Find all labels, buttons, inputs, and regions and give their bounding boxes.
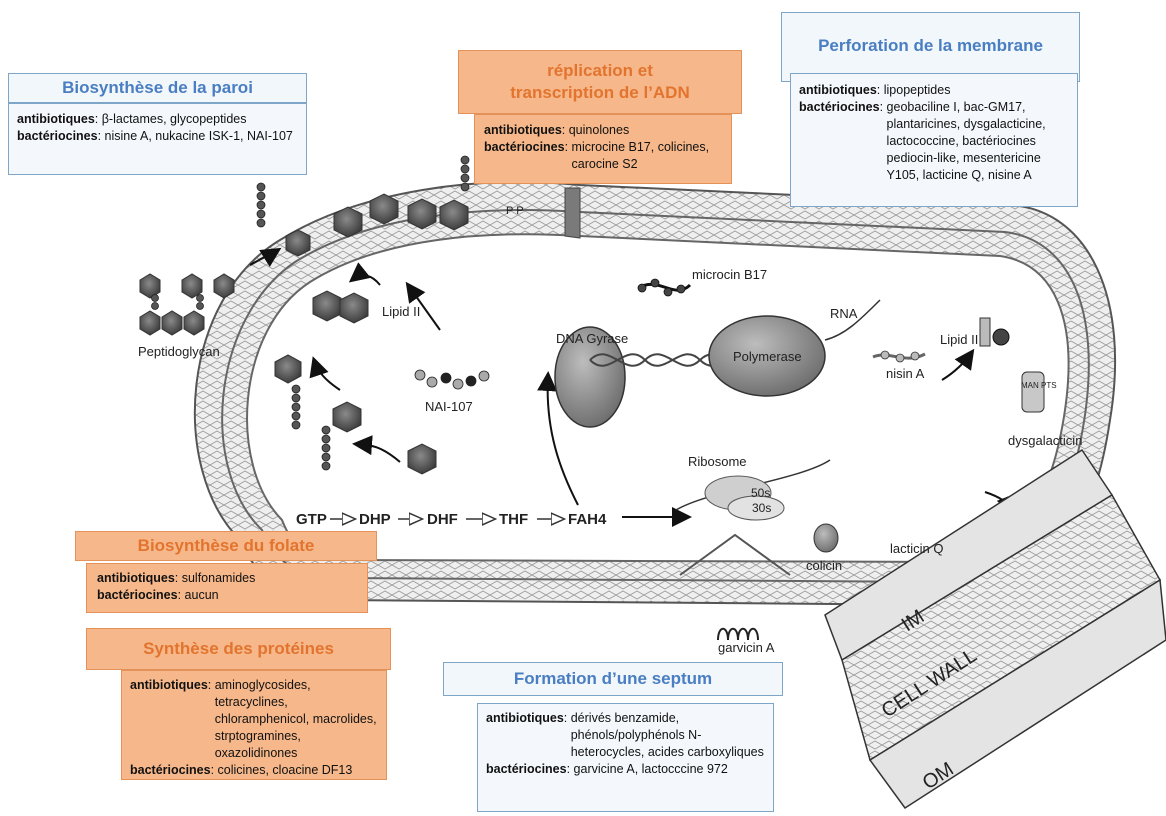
- adn-bacteriocines: microcine B17, colicines, carocine S2: [571, 140, 710, 171]
- proteines-bacteriocines: colicines, cloacine DF13: [217, 763, 353, 777]
- panel-proteines-title: Synthèse des protéines: [86, 628, 391, 670]
- panel-adn-body: antibiotiques: quinolones bactériocines:…: [474, 114, 732, 184]
- label-dna-gyrase: DNA Gyrase: [556, 331, 628, 346]
- panel-paroi-title: Biosynthèse de la paroi: [8, 73, 307, 103]
- label-dhp: DHP: [359, 511, 391, 528]
- septum-antibiotiques: dérivés benzamide, phénols/polyphénols N…: [570, 711, 764, 759]
- ribosome: [675, 459, 831, 521]
- label-fah4: FAH4: [568, 511, 607, 528]
- panel-paroi-body: antibiotiques: β-lactames, glycopeptides…: [8, 103, 307, 175]
- nai107-peptide: [414, 369, 490, 390]
- folate-bacteriocines-label: bactériocines: [97, 588, 178, 602]
- panel-adn-title-line2: transcription de l’ADN: [510, 83, 690, 102]
- membrane-bacteriocines-label: bactériocines: [799, 100, 880, 114]
- label-pp: P P: [506, 205, 524, 217]
- proteines-antibiotiques: aminoglycosides, tetracyclines, chloramp…: [214, 678, 377, 760]
- membrane-antibiotiques: lipopeptides: [883, 83, 951, 97]
- lipid2-right: [979, 317, 1010, 347]
- membrane-antibiotiques-label: antibiotiques: [799, 83, 877, 97]
- label-gtp: GTP: [296, 511, 327, 528]
- panel-folate-body: antibiotiques: sulfonamides bactériocine…: [86, 563, 368, 613]
- outer-wall-wedge: [824, 448, 1166, 810]
- panel-folate-title-text: Biosynthèse du folate: [137, 536, 315, 555]
- septum-antibiotiques-label: antibiotiques: [486, 711, 564, 725]
- peptidoglycan-hexagons: [139, 193, 469, 475]
- folate-bacteriocines: aucun: [184, 588, 219, 602]
- label-ribosome: Ribosome: [688, 454, 747, 469]
- septum-bacteriocines: garvicine A, lactocccine 972: [573, 762, 728, 776]
- label-nai107: NAI-107: [425, 399, 473, 414]
- panel-folate-title: Biosynthèse du folate: [75, 531, 377, 561]
- proteines-antibiotiques-label: antibiotiques: [130, 678, 208, 692]
- paroi-bacteriocines-label: bactériocines: [17, 129, 98, 143]
- label-lacticin: lacticin Q: [890, 541, 943, 556]
- panel-paroi-title-text: Biosynthèse de la paroi: [62, 78, 253, 97]
- rna-strand: [824, 299, 881, 341]
- membrane-bacteriocines: geobaciline I, bac-GM17, plantaricines, …: [886, 100, 1046, 182]
- panel-membrane-title: Perforation de la membrane: [781, 12, 1080, 82]
- label-30s: 30s: [752, 501, 771, 515]
- label-50s: 50s: [751, 486, 770, 500]
- label-man-pts: MAN PTS: [1021, 381, 1057, 390]
- adn-bacteriocines-label: bactériocines: [484, 140, 565, 154]
- dna-gyrase: [554, 326, 626, 428]
- peptide-chains: [151, 155, 470, 471]
- label-garvicin: garvicin A: [718, 640, 775, 655]
- panel-proteines-body: antibiotiques: aminoglycosides, tetracyc…: [121, 670, 387, 780]
- panel-membrane-body: antibiotiques: lipopeptides bactériocine…: [790, 73, 1078, 207]
- label-microcin: microcin B17: [692, 267, 767, 282]
- garvicin-helix: [717, 627, 759, 641]
- colicin-protein: [813, 523, 839, 553]
- label-rna: RNA: [830, 306, 858, 321]
- folate-antibiotiques: sulfonamides: [181, 571, 256, 585]
- label-dhf: DHF: [427, 511, 458, 528]
- adn-antibiotiques-label: antibiotiques: [484, 123, 562, 137]
- man-pts-channel: [1021, 371, 1045, 413]
- label-polymerase: Polymerase: [733, 349, 802, 364]
- folate-antibiotiques-label: antibiotiques: [97, 571, 175, 585]
- proteines-bacteriocines-label: bactériocines: [130, 763, 211, 777]
- label-dysgalacticin: dysgalacticin: [1008, 433, 1082, 448]
- paroi-antibiotiques-label: antibiotiques: [17, 112, 95, 126]
- label-peptidoglycan: Peptidoglycan: [138, 344, 220, 359]
- pathway-arrows: [249, 247, 1016, 527]
- label-colicin: colicin: [806, 558, 842, 573]
- nisin-peptide: [872, 350, 926, 363]
- polymerase: [708, 315, 826, 397]
- label-lipid2-right: Lipid II: [940, 332, 978, 347]
- panel-septum-body: antibiotiques: dérivés benzamide, phénol…: [477, 703, 774, 812]
- panel-membrane-title-text: Perforation de la membrane: [818, 36, 1043, 55]
- panel-adn-title: réplication et transcription de l’ADN: [458, 50, 742, 114]
- label-lipid2-left: Lipid II: [382, 304, 420, 319]
- label-nisin: nisin A: [886, 366, 925, 381]
- panel-adn-title-line1: réplication et: [547, 61, 653, 80]
- panel-proteines-title-text: Synthèse des protéines: [143, 639, 334, 658]
- paroi-bacteriocines: nisine A, nukacine ISK-1, NAI-107: [104, 129, 293, 143]
- panel-septum-title: Formation d’une septum: [443, 662, 783, 696]
- label-thf: THF: [499, 511, 528, 528]
- panel-septum-title-text: Formation d’une septum: [513, 669, 713, 688]
- septum-bacteriocines-label: bactériocines: [486, 762, 567, 776]
- paroi-antibiotiques: β-lactames, glycopeptides: [101, 112, 247, 126]
- microcin-peptide: [637, 278, 692, 297]
- adn-antibiotiques: quinolones: [568, 123, 630, 137]
